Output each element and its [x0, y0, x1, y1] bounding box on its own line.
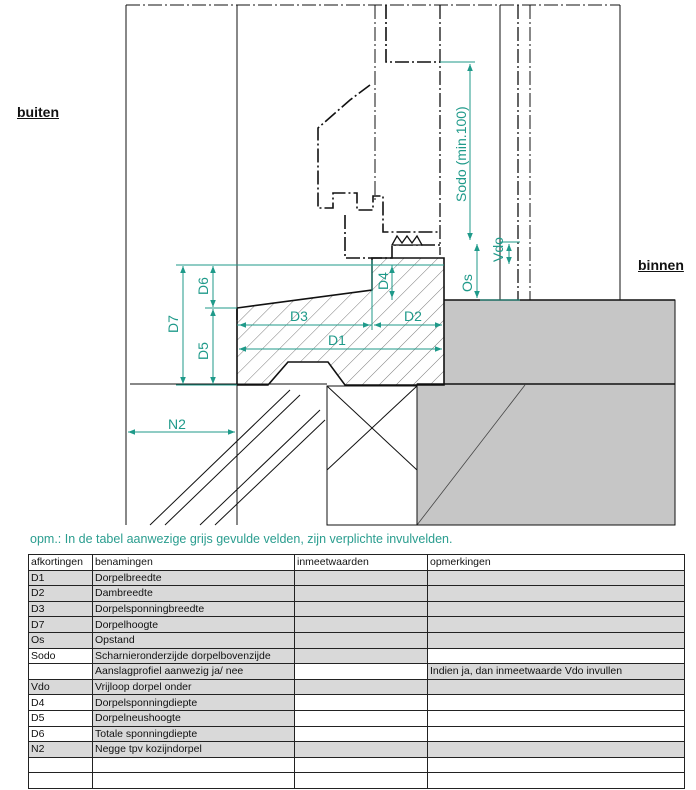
dim-label-d6: D6 [195, 277, 211, 295]
section-drawing: D1 D2 D3 D4 D5 D6 D7 N2 Os Vdo Sodo (min… [125, 4, 676, 526]
value-input-cell[interactable] [294, 756, 428, 774]
value-input-cell[interactable] [294, 772, 428, 789]
masonry [416, 299, 676, 526]
dimension-labels: D1 D2 D3 D4 D5 D6 D7 N2 Os Vdo Sodo (min… [165, 106, 506, 432]
dim-label-os: Os [459, 274, 475, 292]
value-input-cell[interactable] [294, 678, 428, 696]
remark-cell [427, 585, 685, 602]
abbr-cell: Os [28, 631, 93, 649]
abbr-cell: D5 [28, 709, 93, 727]
measurement-table: afkortingen benamingen inmeetwaarden opm… [28, 554, 685, 789]
name-cell [92, 756, 295, 774]
value-input-cell[interactable] [294, 725, 428, 743]
value-input-cell[interactable] [294, 631, 428, 649]
remark-cell [427, 772, 685, 789]
remark-cell [427, 600, 685, 618]
abbr-cell [28, 663, 93, 680]
header-value: inmeetwaarden [294, 554, 428, 571]
abbr-cell: N2 [28, 741, 93, 758]
dim-label-d5: D5 [195, 342, 211, 360]
header-name: benamingen [92, 554, 295, 571]
header-remark: opmerkingen [427, 554, 685, 571]
abbr-cell: D7 [28, 616, 93, 633]
dim-label-d1: D1 [328, 332, 346, 348]
abbr-cell: D1 [28, 569, 93, 587]
dim-label-d2: D2 [404, 308, 422, 324]
abbr-cell: Sodo [28, 647, 93, 665]
remark-cell [427, 694, 685, 711]
remark-cell [427, 741, 685, 758]
value-input-cell[interactable] [294, 741, 428, 758]
value-input-cell[interactable] [294, 616, 428, 633]
note-text: opm.: In de tabel aanwezige grijs gevuld… [30, 532, 453, 546]
abbr-cell [28, 772, 93, 789]
remark-cell [427, 616, 685, 633]
value-input-cell[interactable] [294, 569, 428, 587]
frame-lines [125, 4, 621, 525]
remark-cell [427, 725, 685, 743]
sash-profile [317, 5, 440, 259]
dim-label-vdo: Vdo [490, 237, 506, 262]
name-cell: Dambreedte [92, 585, 295, 602]
remark-cell [427, 678, 685, 696]
label-inside: binnen [638, 257, 684, 273]
name-cell: Dorpelsponningbreedte [92, 600, 295, 618]
sash-seal [390, 234, 424, 246]
name-cell: Scharnieronderzijde dorpelbovenzijde [92, 647, 295, 665]
dim-label-d4: D4 [375, 272, 391, 290]
name-cell: Opstand [92, 631, 295, 649]
remark-cell [427, 756, 685, 774]
abbr-cell: D3 [28, 600, 93, 618]
name-cell: Dorpelbreedte [92, 569, 295, 587]
sub-frame [130, 383, 418, 526]
remark-cell [427, 709, 685, 727]
value-input-cell[interactable] [294, 694, 428, 711]
name-cell: Dorpelsponningdiepte [92, 694, 295, 711]
dim-label-d3: D3 [290, 308, 308, 324]
remark-cell [427, 631, 685, 649]
name-cell: Vrijloop dorpel onder [92, 678, 295, 696]
header-abbr: afkortingen [28, 554, 93, 571]
table-header-row: afkortingen benamingen inmeetwaarden opm… [28, 554, 685, 571]
value-input-cell[interactable] [294, 585, 428, 602]
table-row [28, 772, 685, 789]
remark-cell [427, 647, 685, 665]
name-cell: Dorpelhoogte [92, 616, 295, 633]
dimension-lines [128, 61, 520, 435]
label-outside: buiten [17, 104, 59, 120]
table-row: Aanslagprofiel aanwezig ja/ nee Indien ja… [28, 663, 685, 680]
table-row [28, 756, 685, 774]
name-cell [92, 772, 295, 789]
dim-label-sodo: Sodo (min.100) [453, 106, 469, 202]
value-input-cell[interactable] [294, 709, 428, 727]
abbr-cell [28, 756, 93, 774]
name-cell: Aanslagprofiel aanwezig ja/ nee [92, 663, 295, 680]
abbr-cell: D2 [28, 585, 93, 602]
value-input-cell[interactable] [294, 600, 428, 618]
remark-cell [427, 569, 685, 587]
dim-label-d7: D7 [165, 315, 181, 333]
abbr-cell: Vdo [28, 678, 93, 696]
dim-label-n2: N2 [168, 416, 186, 432]
name-cell: Negge tpv kozijndorpel [92, 741, 295, 758]
value-input-cell[interactable] [294, 663, 428, 680]
abbr-cell: D4 [28, 694, 93, 711]
abbr-cell: D6 [28, 725, 93, 743]
name-cell: Dorpelneushoogte [92, 709, 295, 727]
value-input-cell[interactable] [294, 647, 428, 665]
name-cell: Totale sponningdiepte [92, 725, 295, 743]
remark-cell: Indien ja, dan inmeetwaarde Vdo invullen [427, 663, 685, 680]
